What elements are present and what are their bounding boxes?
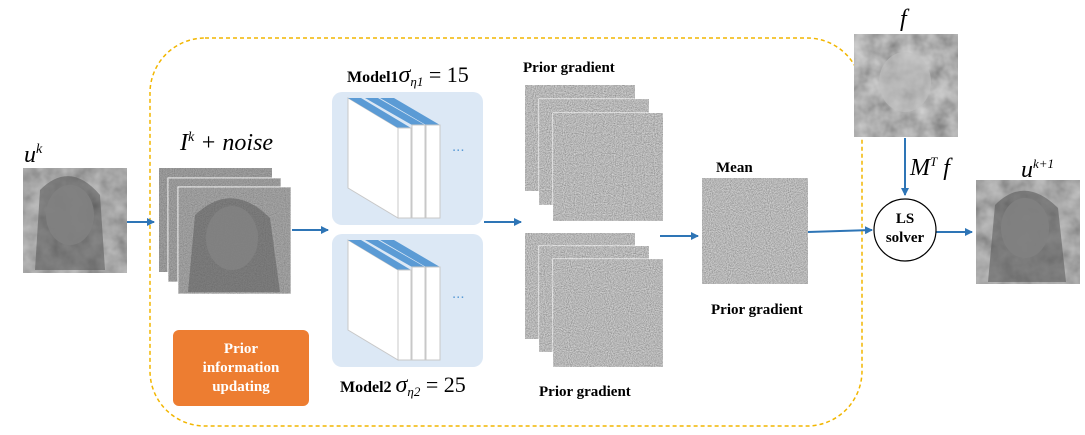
mtf-label: MT f — [910, 154, 950, 181]
mean-output-label: Prior gradient — [711, 302, 803, 318]
f-label: f — [900, 6, 907, 32]
model2-layers — [347, 239, 441, 361]
prior-module-border — [149, 37, 863, 427]
input-image-uk — [23, 168, 127, 273]
mean-gradient-image — [702, 178, 808, 284]
noise-label: Ik + noise — [180, 130, 274, 156]
arrow-mean-to-solver — [807, 226, 873, 235]
top-gradient-stack — [525, 85, 664, 222]
noisy-image-stack — [159, 168, 292, 295]
observation-image-f — [854, 34, 958, 137]
mean-label: Mean — [716, 160, 753, 176]
output-label: uk+1 — [1021, 156, 1055, 183]
model1-ellipsis: ... — [452, 138, 465, 155]
model1-label: Model1ση1 = 15 — [347, 62, 469, 90]
model2-label: Model2 ση2 = 25 — [340, 372, 466, 400]
uk-label: uk — [24, 142, 43, 168]
model1-layers — [347, 97, 441, 219]
output-image-uk1 — [976, 180, 1080, 284]
ls-solver-circle — [873, 198, 937, 262]
prior-update-box: Prior information updating — [173, 330, 309, 406]
bottom-gradient-label: Prior gradient — [539, 384, 631, 400]
ls-solver-label: LS solver — [885, 211, 925, 246]
bottom-gradient-stack — [525, 233, 664, 368]
model2-ellipsis: ... — [452, 285, 465, 302]
top-gradient-label: Prior gradient — [523, 60, 615, 76]
